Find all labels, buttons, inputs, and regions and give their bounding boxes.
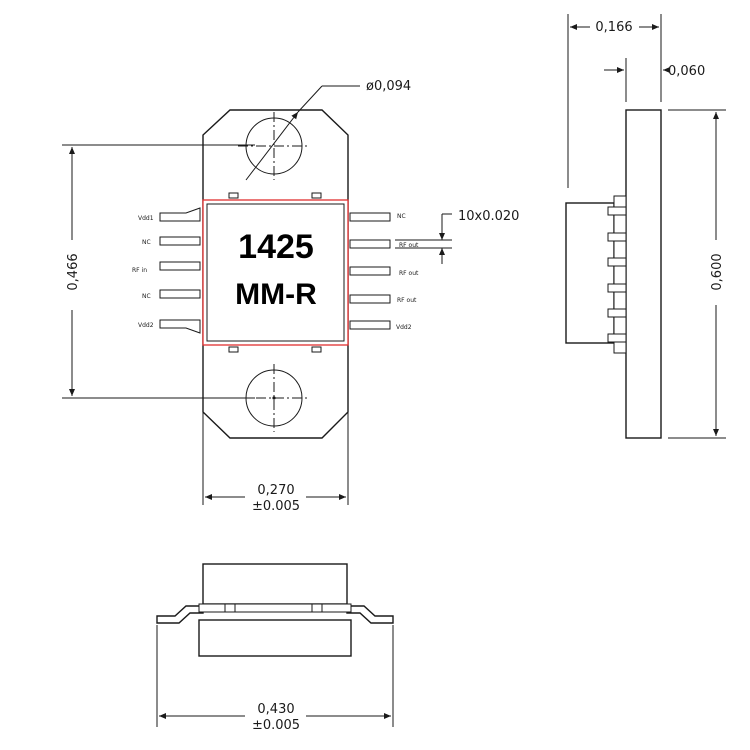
pin-pitch-dimension: 10x0.020 [395,209,519,264]
width-dim-tolerance: ±0.005 [252,499,300,514]
length-dimension: 0,600 [668,109,726,439]
front-left-lead [156,605,204,624]
width-dim-label: 0,270 [257,483,294,498]
pin-label-vdd1: Vdd1 [138,215,154,222]
lead-span-dimension: 0,430 ±0.005 [156,625,394,733]
pin-label-rf-in: RF in [132,267,147,274]
height-dim-label: 0,466 [66,253,81,290]
pin-pitch-label: 10x0.020 [458,209,519,224]
depth-dim-label: 0,166 [595,20,632,35]
front-lid [202,563,348,605]
hole-diameter-label: ø0,094 [366,79,411,94]
pin-label-nc-left-2: NC [142,293,151,300]
flange-thickness-dimension: 0,060 [604,58,705,102]
package-body [202,199,349,346]
depth-dimension: 0,166 [567,14,662,188]
pin-label-vdd2-left: Vdd2 [138,322,154,329]
flange-thickness-label: 0,060 [668,64,705,79]
right-leads [349,212,391,330]
side-view: 0,166 0,060 0,600 [565,14,726,439]
front-view: 0,430 ±0.005 [156,563,394,733]
pin-label-nc-left-1: NC [142,239,151,246]
part-suffix-marking: MM-R [235,278,317,311]
lead-span-label: 0,430 [257,702,294,717]
lead-span-tolerance: ±0.005 [252,718,300,733]
side-flange [625,109,662,439]
width-dimension: 0,270 ±0.005 [202,412,349,514]
length-dim-label: 0,600 [710,253,725,290]
left-leads [159,207,201,334]
height-dimension: 0,466 [62,144,255,399]
pin-label-rf-out-3: RF out [397,297,417,304]
front-flange [198,619,352,657]
side-body [565,202,615,344]
part-number-marking: 1425 [238,228,314,266]
pin-label-rf-out-1: RF out [399,242,419,249]
pin-label-nc-right: NC [397,213,406,220]
package-lid [206,203,345,342]
front-right-lead [346,605,394,624]
pin-label-rf-out-2: RF out [399,270,419,277]
pin-label-vdd2-right: Vdd2 [396,324,412,331]
top-view: ø0,094 1425 MM-R Vdd1 NC R [62,79,519,514]
